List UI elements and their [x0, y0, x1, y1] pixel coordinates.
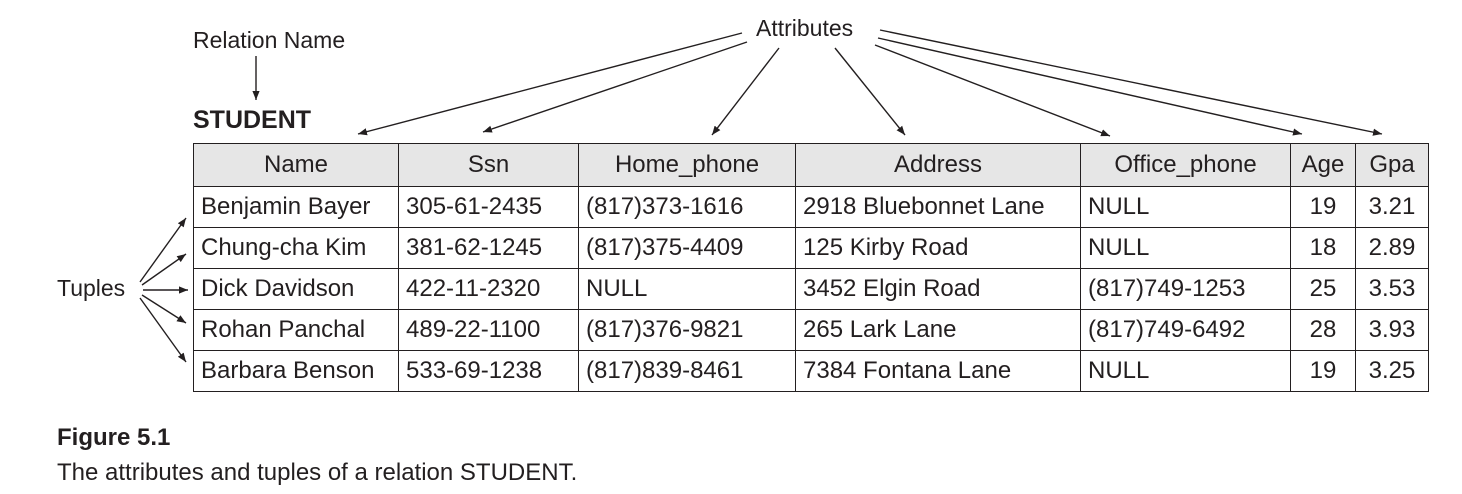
table-cell: 265 Lark Lane [795, 309, 1081, 351]
table-row: Rohan Panchal 489-22-1100 (817)376-9821 … [193, 309, 1429, 351]
table-cell: NULL [1080, 186, 1291, 228]
table-cell: 305-61-2435 [398, 186, 579, 228]
table-cell: 19 [1290, 350, 1356, 392]
attributes-label: Attributes [756, 15, 854, 41]
table-cell: 381-62-1245 [398, 227, 579, 269]
attribute-arrow-office-phone [874, 44, 1111, 137]
table-cell: 422-11-2320 [398, 268, 579, 310]
table-cell: Chung-cha Kim [193, 227, 399, 269]
table-cell: 3.93 [1355, 309, 1429, 351]
table-row: Dick Davidson 422-11-2320 NULL 3452 Elgi… [193, 268, 1429, 310]
table-cell: 489-22-1100 [398, 309, 579, 351]
table-cell: 28 [1290, 309, 1356, 351]
column-header: Name [193, 143, 399, 187]
attribute-arrow-address [834, 47, 906, 136]
table-cell: 7384 Fontana Lane [795, 350, 1081, 392]
column-header: Office_phone [1080, 143, 1291, 187]
tuples-label: Tuples [57, 275, 126, 301]
table-row: Chung-cha Kim 381-62-1245 (817)375-4409 … [193, 227, 1429, 269]
table-cell: 25 [1290, 268, 1356, 310]
table-cell: Benjamin Bayer [193, 186, 399, 228]
attribute-arrow-ssn [482, 41, 748, 133]
table-cell: (817)376-9821 [578, 309, 796, 351]
attribute-arrow-gpa [879, 29, 1383, 136]
table-cell: 2918 Bluebonnet Lane [795, 186, 1081, 228]
tuple-arrow-4 [141, 294, 187, 324]
table-cell: NULL [578, 268, 796, 310]
tuple-arrow-5 [139, 297, 187, 363]
table-cell: 533-69-1238 [398, 350, 579, 392]
column-header: Address [795, 143, 1081, 187]
table-cell: NULL [1080, 350, 1291, 392]
table-cell: NULL [1080, 227, 1291, 269]
column-header: Home_phone [578, 143, 796, 187]
table-cell: Rohan Panchal [193, 309, 399, 351]
relation-title: STUDENT [193, 106, 312, 134]
tuple-arrow-1 [139, 217, 187, 283]
table-cell: 3.25 [1355, 350, 1429, 392]
table-cell: 3452 Elgin Road [795, 268, 1081, 310]
table-cell: Dick Davidson [193, 268, 399, 310]
table-cell: 2.89 [1355, 227, 1429, 269]
figure-number: Figure 5.1 [57, 424, 171, 451]
table-cell: 19 [1290, 186, 1356, 228]
table-cell: (817)839-8461 [578, 350, 796, 392]
student-relation-table: Name Ssn Home_phone Address Office_phone… [193, 143, 1429, 392]
table-cell: Barbara Benson [193, 350, 399, 392]
table-row: Barbara Benson 533-69-1238 (817)839-8461… [193, 350, 1429, 392]
table-cell: 18 [1290, 227, 1356, 269]
table-cell: 3.21 [1355, 186, 1429, 228]
attribute-arrow-home-phone [711, 47, 780, 136]
table-cell: (817)749-6492 [1080, 309, 1291, 351]
table-cell: (817)749-1253 [1080, 268, 1291, 310]
attribute-arrow-name [357, 32, 743, 136]
table-cell: 125 Kirby Road [795, 227, 1081, 269]
column-header: Gpa [1355, 143, 1429, 187]
attribute-arrow-age [877, 37, 1303, 136]
table-cell: 3.53 [1355, 268, 1429, 310]
table-cell: (817)373-1616 [578, 186, 796, 228]
header-row: Name Ssn Home_phone Address Office_phone… [193, 143, 1429, 187]
column-header: Age [1290, 143, 1356, 187]
table-row: Benjamin Bayer 305-61-2435 (817)373-1616… [193, 186, 1429, 228]
column-header: Ssn [398, 143, 579, 187]
table-cell: (817)375-4409 [578, 227, 796, 269]
tuple-arrow-2 [141, 253, 187, 286]
figure-caption: The attributes and tuples of a relation … [57, 459, 578, 486]
relation-name-label: Relation Name [193, 27, 346, 53]
